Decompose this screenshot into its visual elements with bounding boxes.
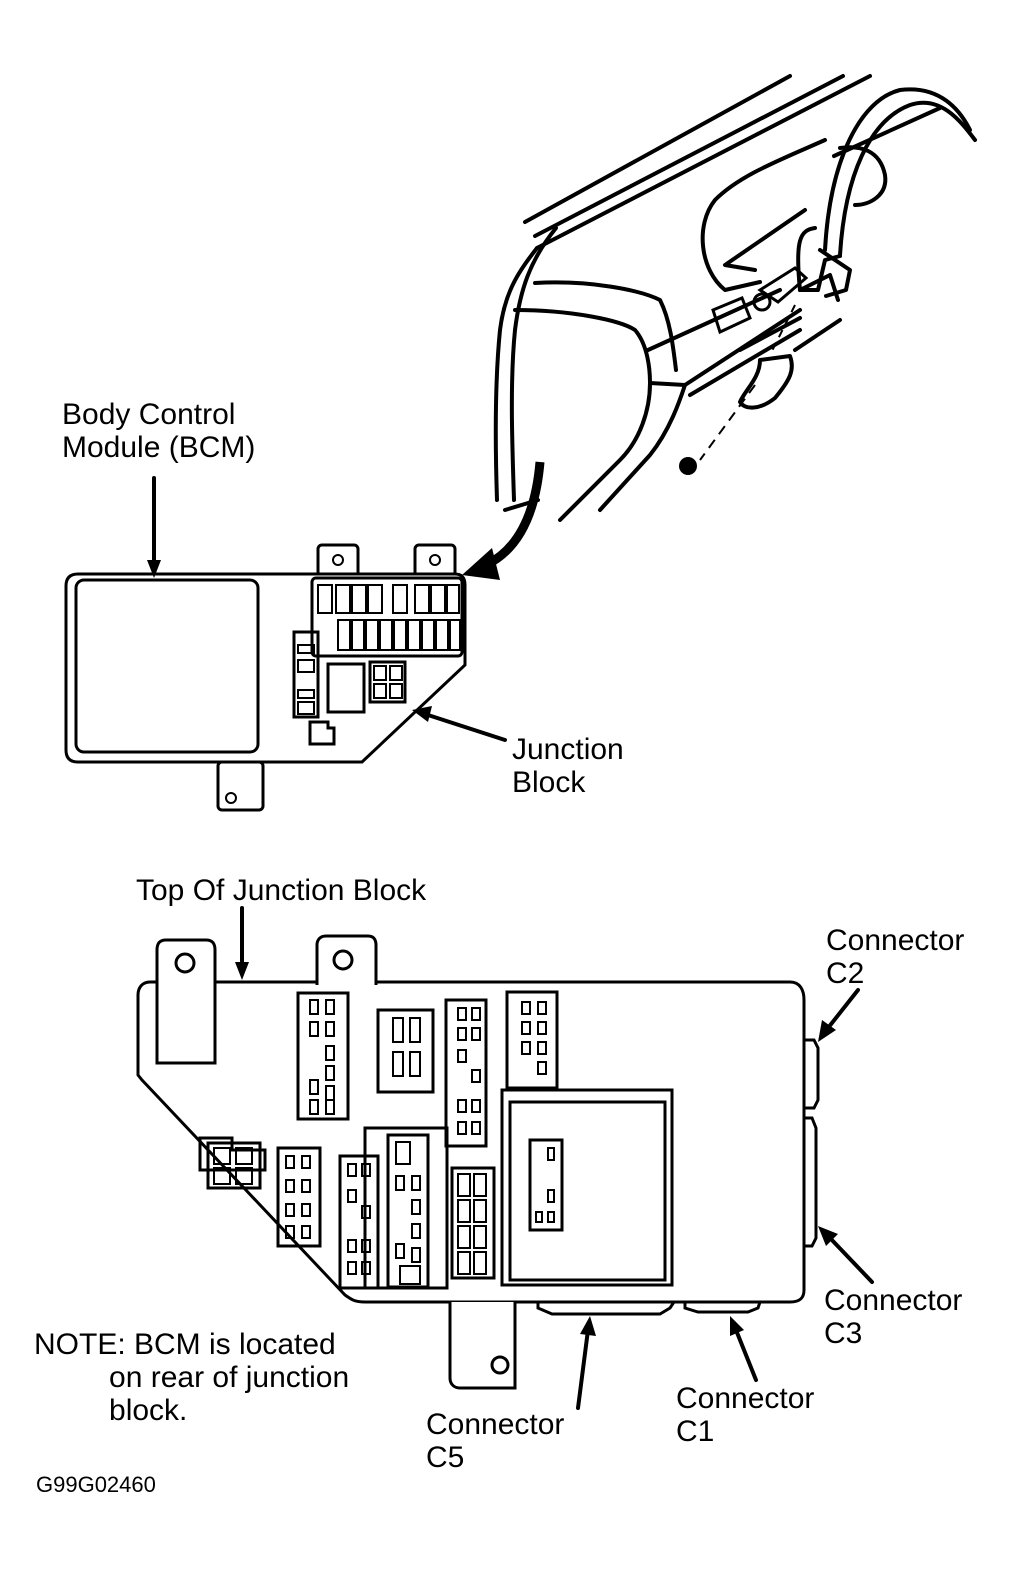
fuse-row-1 <box>317 584 460 614</box>
fuse-row-2 <box>337 619 461 651</box>
connector-cluster <box>198 990 559 1290</box>
junction-block-top-view <box>136 906 874 1410</box>
bcm-location-note: NOTE: BCM is located on rear of junction… <box>34 1328 350 1427</box>
figure-code: G99G02460 <box>36 1472 156 1497</box>
bcm-label: Body Control Module (BCM) <box>62 398 256 464</box>
connector-c1-label: Connector C1 <box>676 1382 815 1448</box>
junction-block-label: Junction Block <box>512 733 624 799</box>
bcm-junction-assembly <box>64 476 507 812</box>
top-of-junction-block-label: Top Of Junction Block <box>136 874 427 907</box>
connector-c2-body <box>804 1038 820 1110</box>
connector-c1-body <box>683 1301 762 1314</box>
connector-c3-label: Connector C3 <box>824 1284 963 1350</box>
connector-c5-label: Connector C5 <box>426 1408 565 1474</box>
connector-c3-body <box>804 1116 818 1248</box>
connector-c2-label: Connector C2 <box>826 924 965 990</box>
location-arrow <box>462 461 545 580</box>
dashboard-illustration <box>493 74 977 522</box>
terminal-pins <box>213 999 555 1285</box>
connector-c5-body <box>536 1301 676 1316</box>
bcm-module <box>74 578 260 754</box>
